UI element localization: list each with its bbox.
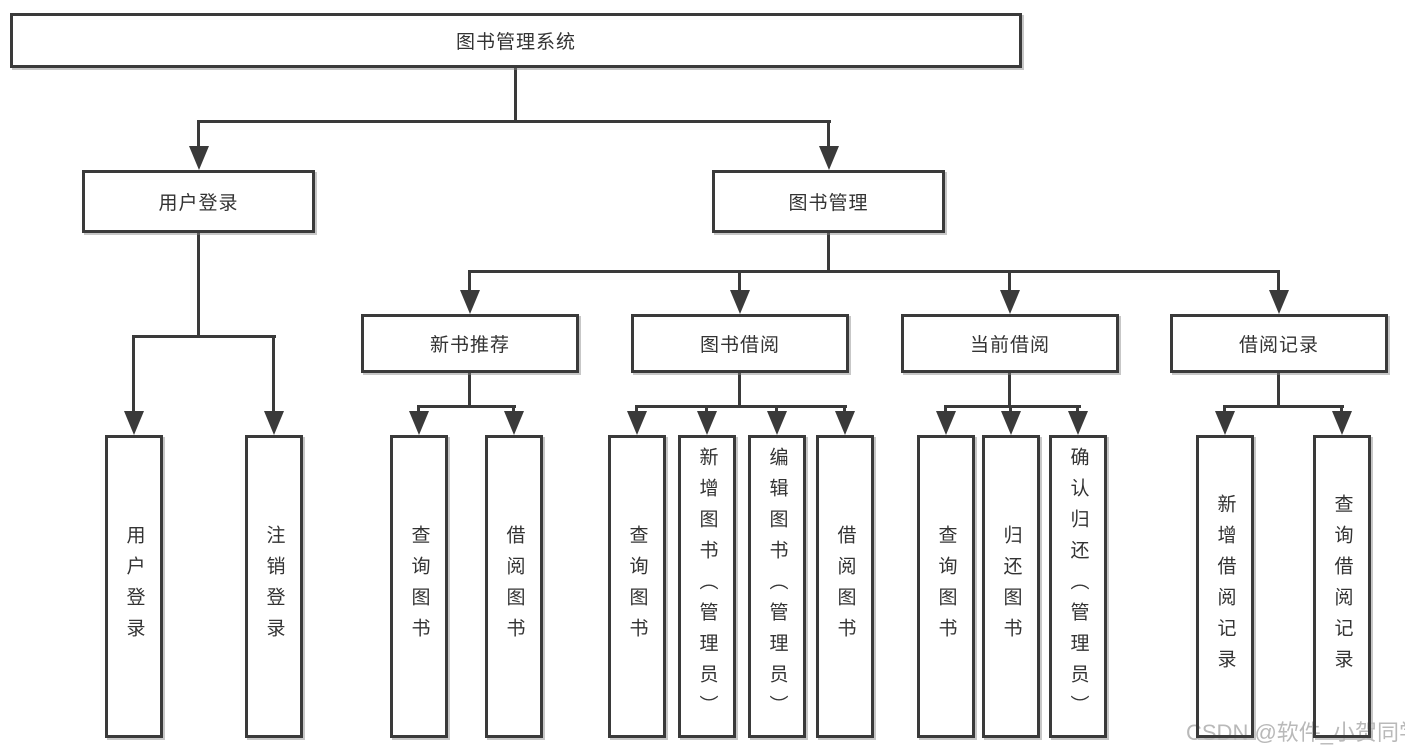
node-user-login: 用户登录 <box>82 170 315 233</box>
leaf-logout-label: 注销登录 <box>263 524 285 649</box>
connector-to-book-management <box>827 120 830 150</box>
connector-records-stem <box>1277 373 1280 407</box>
connector-borrowing-stem <box>738 373 741 407</box>
connector-to-new-book-recommend <box>468 270 471 292</box>
arrow-down-icon <box>1068 411 1088 435</box>
leaf-query-borrow-record-label: 查询借阅记录 <box>1331 493 1353 680</box>
node-new-book-recommend: 新书推荐 <box>361 314 579 373</box>
connector-root-stem <box>514 68 517 122</box>
node-current-borrowing: 当前借阅 <box>901 314 1119 373</box>
leaf-edit-books-admin: 编辑图书（管理员） <box>748 435 806 738</box>
leaf-borrow-books-recommend: 借阅图书 <box>485 435 543 738</box>
connector-to-user-login <box>197 120 200 150</box>
leaf-confirm-return-admin: 确认归还（管理员） <box>1049 435 1107 738</box>
node-root-label: 图书管理系统 <box>455 32 576 53</box>
arrow-down-icon <box>1269 290 1289 314</box>
connector-records-rail <box>1223 405 1344 408</box>
leaf-add-borrow-record-label: 新增借阅记录 <box>1214 493 1236 680</box>
leaf-user-login: 用户登录 <box>105 435 163 738</box>
leaf-borrow-books-borrowing: 借阅图书 <box>816 435 874 738</box>
connector-borrowing-rail <box>635 405 847 408</box>
node-root: 图书管理系统 <box>10 13 1022 68</box>
connector-level3-rail <box>468 270 1280 273</box>
leaf-borrow-books-borrowing-label: 借阅图书 <box>834 524 856 649</box>
node-book-management: 图书管理 <box>712 170 945 233</box>
leaf-return-books: 归还图书 <box>982 435 1040 738</box>
leaf-query-books-recommend-label: 查询图书 <box>408 524 430 649</box>
connector-leaf-stub <box>635 405 638 413</box>
node-borrowing-records-label: 借阅记录 <box>1238 335 1319 356</box>
arrow-down-icon <box>835 411 855 435</box>
connector-current-rail <box>944 405 1081 408</box>
connector-leaf-stub <box>705 405 708 413</box>
node-user-login-label: 用户登录 <box>158 193 239 214</box>
node-borrowing-records: 借阅记录 <box>1170 314 1388 373</box>
connector-leaf-stub <box>775 405 778 413</box>
arrow-down-icon <box>627 411 647 435</box>
node-book-borrowing: 图书借阅 <box>631 314 849 373</box>
leaf-query-borrow-record: 查询借阅记录 <box>1313 435 1371 738</box>
arrow-down-icon <box>730 290 750 314</box>
arrow-down-icon <box>1215 411 1235 435</box>
connector-user-login-stem <box>197 233 200 338</box>
leaf-query-books-current: 查询图书 <box>917 435 975 738</box>
connector-leaf-stub <box>944 405 947 413</box>
connector-recommend-stem <box>468 373 471 407</box>
connector-leaf-stub <box>1076 405 1079 413</box>
node-book-management-label: 图书管理 <box>788 193 869 214</box>
arrow-down-icon <box>1332 411 1352 435</box>
connector-current-stem <box>1008 373 1011 407</box>
arrow-down-icon <box>264 411 284 435</box>
node-book-borrowing-label: 图书借阅 <box>699 335 780 356</box>
leaf-query-books-borrowing: 查询图书 <box>608 435 666 738</box>
arrow-down-icon <box>189 146 209 170</box>
arrow-down-icon <box>124 411 144 435</box>
connector-leaf-stub <box>417 405 420 413</box>
arrow-down-icon <box>1000 290 1020 314</box>
connector-leaf-stub <box>1340 405 1343 413</box>
leaf-add-books-admin: 新增图书（管理员） <box>678 435 736 738</box>
arrow-down-icon <box>409 411 429 435</box>
leaf-user-login-label: 用户登录 <box>123 524 145 649</box>
connector-to-book-borrowing <box>738 270 741 292</box>
connector-leaf-stub <box>1223 405 1226 413</box>
connector-book-management-stem <box>827 233 830 273</box>
leaf-edit-books-admin-label: 编辑图书（管理员） <box>766 447 788 726</box>
arrow-down-icon <box>460 290 480 314</box>
node-new-book-recommend-label: 新书推荐 <box>429 335 510 356</box>
connector-to-leaf-logout <box>272 335 275 413</box>
arrow-down-icon <box>936 411 956 435</box>
connector-leaf-stub <box>512 405 515 413</box>
arrow-down-icon <box>819 146 839 170</box>
leaf-confirm-return-admin-label: 确认归还（管理员） <box>1067 447 1089 726</box>
arrow-down-icon <box>504 411 524 435</box>
leaf-add-books-admin-label: 新增图书（管理员） <box>696 447 718 726</box>
connector-leaf-stub <box>1009 405 1012 413</box>
arrow-down-icon <box>697 411 717 435</box>
leaf-logout: 注销登录 <box>245 435 303 738</box>
leaf-borrow-books-recommend-label: 借阅图书 <box>503 524 525 649</box>
leaf-add-borrow-record: 新增借阅记录 <box>1196 435 1254 738</box>
connector-leaf-stub <box>843 405 846 413</box>
leaf-query-books-recommend: 查询图书 <box>390 435 448 738</box>
node-current-borrowing-label: 当前借阅 <box>969 335 1050 356</box>
leaf-query-books-borrowing-label: 查询图书 <box>626 524 648 649</box>
connector-to-current-borrowing <box>1008 270 1011 292</box>
connector-user-login-rail <box>132 335 276 338</box>
connector-level2-rail <box>197 120 831 123</box>
connector-recommend-rail <box>417 405 516 408</box>
leaf-return-books-label: 归还图书 <box>1000 524 1022 649</box>
arrow-down-icon <box>767 411 787 435</box>
csdn-watermark: CSDN @软件_小贺同学 <box>1186 720 1405 745</box>
connector-to-leaf-user-login <box>132 335 135 413</box>
leaf-query-books-current-label: 查询图书 <box>935 524 957 649</box>
connector-to-borrowing-records <box>1277 270 1280 292</box>
arrow-down-icon <box>1001 411 1021 435</box>
